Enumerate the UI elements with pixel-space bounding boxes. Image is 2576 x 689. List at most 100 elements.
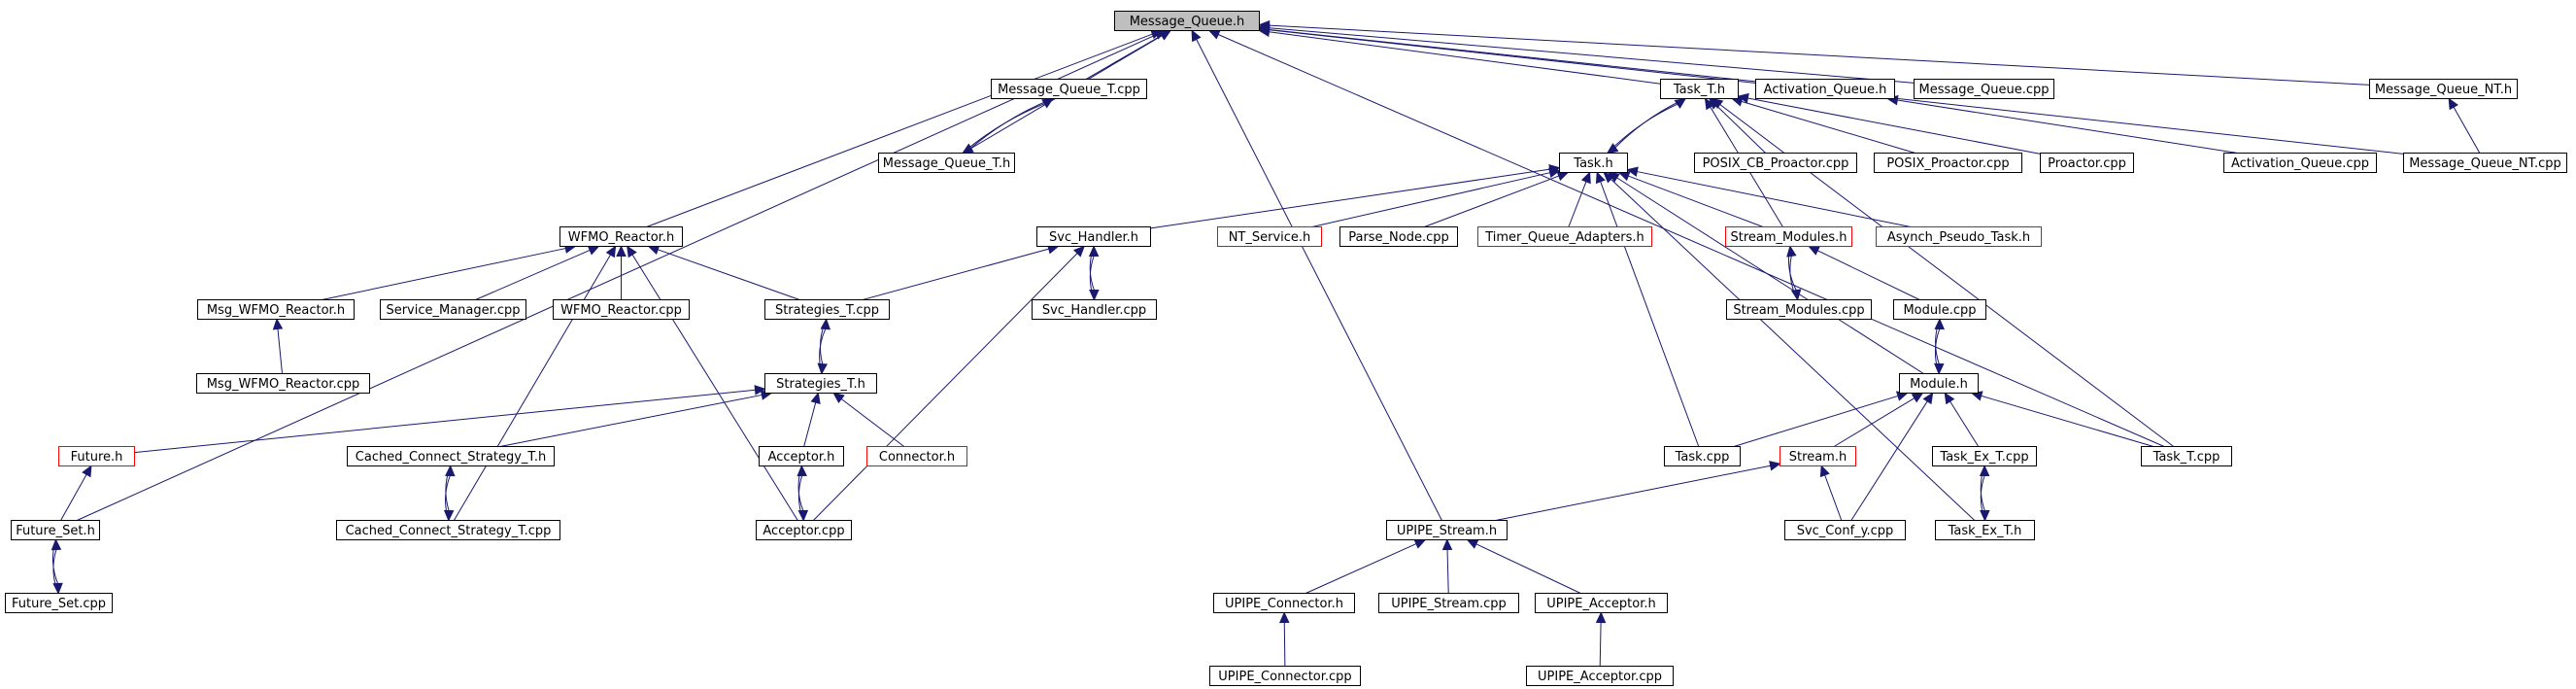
node-proactor[interactable]: Proactor.cpp [2040,153,2134,173]
node-parse-node[interactable]: Parse_Node.cpp [1339,226,1458,247]
node-future-set-h[interactable]: Future_Set.h [11,520,100,540]
node-label: Stream_Modules.h [1731,230,1847,245]
node-mq-cpp[interactable]: Message_Queue.cpp [1914,79,2054,99]
node-label: Activation_Queue.cpp [2231,156,2369,171]
node-posix-pro[interactable]: POSIX_Proactor.cpp [1874,153,2022,173]
edge-upipe-acc-cpp-to-upipe-acc-h [1595,611,1607,667]
node-mq-h[interactable]: Message_Queue.h [1114,11,1260,31]
node-label: Module.h [1910,377,1968,392]
node-module-h[interactable]: Module.h [1899,373,1979,394]
node-svc-cpp[interactable]: Svc_Handler.cpp [1032,299,1157,320]
edge-arrowhead [1790,289,1802,301]
edge-cached-cpp-to-wfmo-h [453,245,617,521]
node-box [1899,373,1979,394]
node-mq-t-cpp[interactable]: Message_Queue_T.cpp [991,79,1147,99]
node-wfmo-cpp[interactable]: WFMO_Reactor.cpp [553,299,690,320]
node-label: UPIPE_Acceptor.h [1546,597,1656,611]
edge-line [1833,397,1915,447]
node-act-q-h[interactable]: Activation_Queue.h [1755,79,1895,99]
node-box [553,299,690,320]
node-label: Service_Manager.cpp [386,303,520,318]
edge-upipe-stream-h-to-mq-h [1191,29,1442,521]
node-msg-wfmo-cpp[interactable]: Msg_WFMO_Reactor.cpp [196,373,370,394]
node-stream-mod-h[interactable]: Stream_Modules.h [1725,226,1852,247]
graph-nodes: Message_Queue.hMessage_Queue_T.cppMessag… [5,11,2567,686]
node-label: Message_Queue.cpp [1919,83,2050,97]
node-task-t-h[interactable]: Task_T.h [1660,79,1739,99]
node-module-cpp[interactable]: Module.cpp [1893,299,1986,320]
node-cached-h[interactable]: Cached_Connect_Strategy_T.h [347,446,555,466]
node-connector-h[interactable]: Connector.h [866,446,967,466]
node-upipe-acc-cpp[interactable]: UPIPE_Acceptor.cpp [1526,666,1674,686]
node-box [1559,153,1628,173]
node-svc-conf[interactable]: Svc_Conf_y.cpp [1784,520,1906,540]
node-nt-service[interactable]: NT_Service.h [1217,226,1322,247]
node-stream-h[interactable]: Stream.h [1779,446,1856,466]
node-label: UPIPE_Connector.cpp [1218,670,1351,684]
edge-line [322,248,566,300]
node-upipe-stream-h[interactable]: UPIPE_Stream.h [1386,520,1508,540]
node-label: Parse_Node.cpp [1348,230,1449,245]
node-box [347,446,555,466]
node-cached-cpp[interactable]: Cached_Connect_Strategy_T.cpp [336,520,560,540]
node-upipe-acc-h[interactable]: UPIPE_Acceptor.h [1535,593,1668,613]
node-label: UPIPE_Connector.h [1225,597,1343,611]
node-upipe-conn-h[interactable]: UPIPE_Connector.h [1213,593,1355,613]
node-box [1893,299,1986,320]
node-label: Connector.h [879,450,955,465]
edge-arrowhead [1626,166,1639,177]
node-stream-mod-cpp[interactable]: Stream_Modules.cpp [1726,299,1872,320]
node-box [1694,153,1857,173]
edge-wfmo-cpp-to-wfmo-h [616,245,627,300]
edge-line [646,33,1153,227]
node-wfmo-h[interactable]: WFMO_Reactor.h [559,226,683,247]
node-label: Stream_Modules.cpp [1733,303,1864,318]
node-task-cpp[interactable]: Task.cpp [1664,446,1741,466]
node-future-h[interactable]: Future.h [58,446,135,466]
node-mq-t-h[interactable]: Message_Queue_T.h [878,153,1015,173]
edge-arrowhead [1548,167,1561,178]
edge-task-cpp-to-module-h [1733,391,1909,447]
edge-upipe-conn-cpp-to-upipe-conn-h [1279,611,1290,667]
node-label: Strategies_T.cpp [775,303,879,318]
edge-line [1305,543,1417,594]
node-mq-nt-cpp[interactable]: Message_Queue_NT.cpp [2403,153,2567,173]
node-label: Message_Queue_T.cpp [998,83,1140,97]
node-label: Stream.h [1789,450,1847,465]
node-task-t-cpp[interactable]: Task_T.cpp [2141,446,2232,466]
node-strat-t-h[interactable]: Strategies_T.h [764,373,877,394]
node-act-q-cpp[interactable]: Activation_Queue.cpp [2223,153,2377,173]
edge-task-ex-h-to-task-h [1603,171,1976,521]
edge-line [1568,181,1587,227]
edge-arrowhead [1088,245,1100,258]
edge-cached-h-to-cached-cpp [443,465,455,522]
edge-line [1949,400,1980,447]
node-task-ex-cpp[interactable]: Task_Ex_T.cpp [1932,446,2037,466]
edge-line [2453,106,2481,154]
node-asynch[interactable]: Asynch_Pseudo_Task.h [1876,226,2042,247]
node-label: Future.h [71,450,123,465]
node-svc-mgr[interactable]: Service_Manager.cpp [380,299,526,320]
node-label: Cached_Connect_Strategy_T.cpp [346,524,552,538]
node-label: WFMO_Reactor.h [568,230,674,245]
node-acceptor-cpp[interactable]: Acceptor.cpp [756,520,852,540]
node-acceptor-h[interactable]: Acceptor.h [759,446,844,466]
node-box [2223,153,2377,173]
node-upipe-stream-cpp[interactable]: UPIPE_Stream.cpp [1378,593,1519,613]
edge-line [60,473,87,521]
node-posix-cb[interactable]: POSIX_CB_Proactor.cpp [1694,153,1857,173]
node-timer-q[interactable]: Timer_Queue_Adapters.h [1477,226,1652,247]
node-task-ex-h[interactable]: Task_Ex_T.h [1935,520,2035,540]
node-box [197,299,355,320]
node-future-set-cpp[interactable]: Future_Set.cpp [5,593,113,613]
node-svc-h[interactable]: Svc_Handler.h [1036,226,1151,247]
node-task-h[interactable]: Task.h [1559,153,1628,173]
edge-line [1600,181,1700,447]
edge-line [1850,400,1928,521]
node-msg-wfmo-h[interactable]: Msg_WFMO_Reactor.h [197,299,355,320]
node-strat-t-cpp[interactable]: Strategies_T.cpp [764,299,890,320]
node-mq-nt-h[interactable]: Message_Queue_NT.h [2369,79,2518,99]
node-box [336,520,560,540]
node-upipe-conn-cpp[interactable]: UPIPE_Connector.cpp [1209,666,1361,686]
edge-line [1196,39,1442,521]
